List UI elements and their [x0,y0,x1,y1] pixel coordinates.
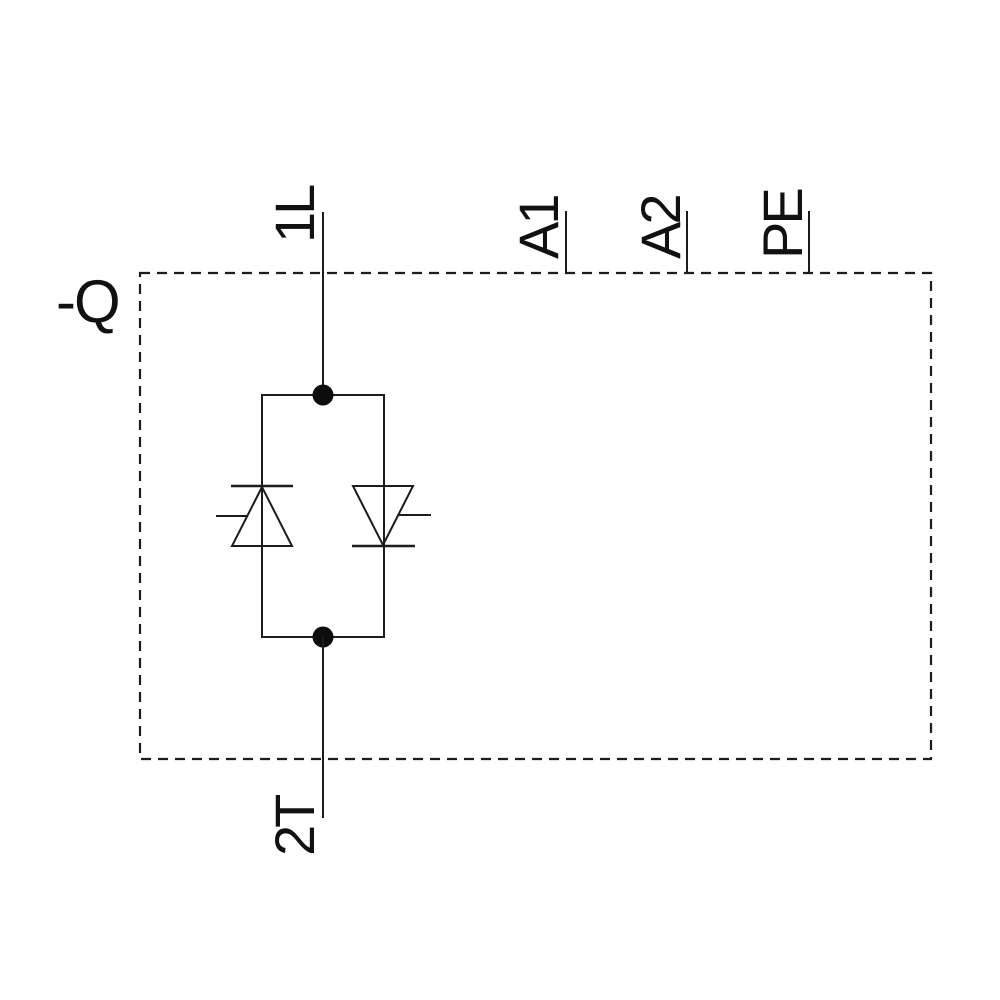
thyristor-down-icon [351,485,431,548]
device-enclosure-dashed-box [138,271,933,761]
terminal-label-PE: PE [751,190,814,259]
parallel-branch-loop [261,394,385,638]
device-designator-label: -Q [56,268,119,335]
terminal-label-A1: A1 [507,196,570,259]
terminal-label-2T: 2T [263,795,326,856]
junction-dot-top [312,384,334,406]
thyristor-up-icon [216,484,294,547]
terminal-label-A2: A2 [629,196,692,259]
terminal-label-1L: 1L [263,185,326,243]
